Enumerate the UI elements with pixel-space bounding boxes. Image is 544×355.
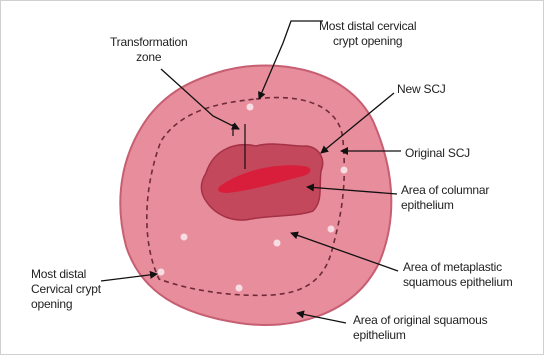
- label-original-scj-line1: Original SCJ: [405, 146, 470, 161]
- label-original-scj: Original SCJ: [405, 146, 470, 161]
- label-most-distal-left-line2: Cervical crypt: [31, 282, 101, 297]
- label-metaplastic-epithelium: Area of metaplastic squamous epithelium: [403, 260, 513, 290]
- label-transformation-zone-line1: Transformation: [110, 35, 187, 50]
- label-most-distal-left-line3: opening: [31, 297, 101, 312]
- label-most-distal-top-line1: Most distal cervical: [319, 19, 416, 34]
- label-original-squamous: Area of original squamous epithelium: [353, 313, 487, 343]
- label-most-distal-top: Most distal cervical crypt opening: [319, 19, 416, 49]
- label-transformation-zone-line2: zone: [110, 50, 187, 65]
- label-new-scj: New SCJ: [397, 82, 446, 97]
- label-original-squamous-line1: Area of original squamous: [353, 313, 487, 328]
- label-new-scj-line1: New SCJ: [397, 82, 446, 97]
- label-most-distal-left-line1: Most distal: [31, 267, 101, 282]
- label-most-distal-top-line2: crypt opening: [319, 34, 416, 49]
- label-metaplastic-line2: squamous epithelium: [403, 275, 513, 290]
- label-metaplastic-line1: Area of metaplastic: [403, 260, 513, 275]
- label-original-squamous-line2: epithelium: [353, 328, 487, 343]
- label-columnar-epithelium: Area of columnar epithelium: [401, 183, 489, 213]
- label-columnar-line1: Area of columnar: [401, 183, 489, 198]
- label-columnar-line2: epithelium: [401, 198, 489, 213]
- label-most-distal-left: Most distal Cervical crypt opening: [31, 267, 101, 312]
- label-transformation-zone: Transformation zone: [110, 35, 187, 65]
